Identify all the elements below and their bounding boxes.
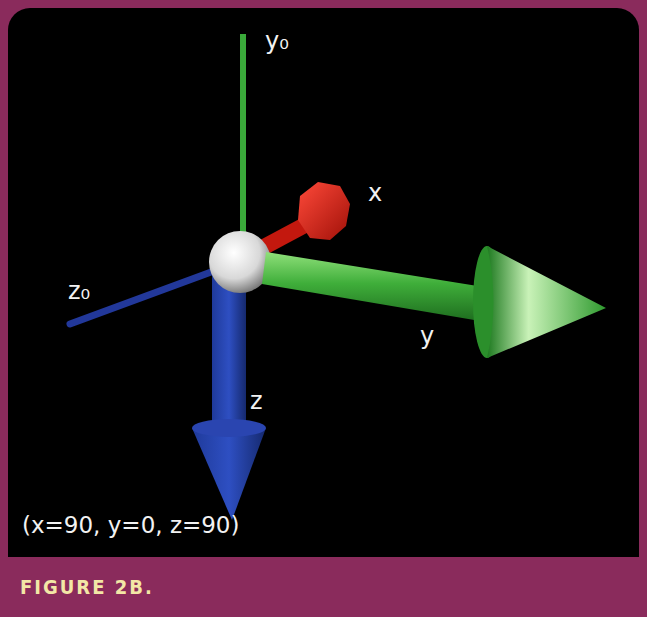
axis-label: z₀ <box>68 278 90 304</box>
axis-label: z <box>250 388 263 414</box>
z-axis-arrow <box>192 270 266 520</box>
y0-axis <box>240 34 246 240</box>
y-axis-arrow <box>262 246 606 358</box>
axis-label: y₀ <box>265 28 289 54</box>
figure-caption: FIGURE 2B. <box>20 575 154 599</box>
z0-axis <box>70 268 222 324</box>
axis-label: x <box>368 180 382 206</box>
axis-label: y <box>420 323 434 349</box>
rotation-values: (x=90, y=0, z=90) <box>22 513 239 538</box>
x-axis-arrow <box>262 182 350 248</box>
origin-sphere <box>209 231 271 293</box>
